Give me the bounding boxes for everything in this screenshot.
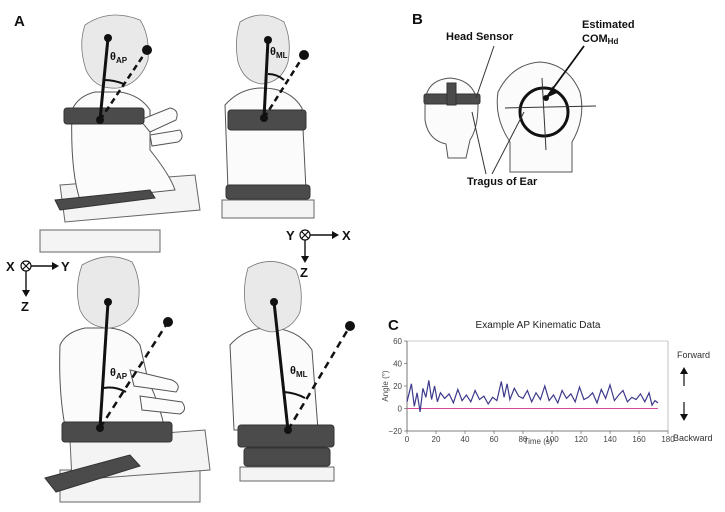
svg-text:X: X	[342, 228, 351, 243]
svg-text:Y: Y	[61, 259, 70, 274]
x-tick-label-7: 140	[603, 435, 617, 444]
y-tick-label-2: 20	[393, 382, 402, 391]
y-tick-label-3: 40	[393, 360, 402, 369]
svg-text:Y: Y	[286, 228, 295, 243]
x-tick-label-1: 20	[432, 435, 441, 444]
y-tick-label-4: 60	[393, 337, 402, 346]
label-estimated: Estimated	[582, 19, 635, 31]
illustration-back-view-top: θML	[222, 15, 314, 218]
x-tick-label-3: 60	[490, 435, 499, 444]
illustration-side-view-bottom: θAP	[45, 257, 210, 502]
x-tick-label-0: 0	[405, 435, 410, 444]
label-tragus: Tragus of Ear	[467, 176, 538, 188]
illustration-back-view-bottom: θML	[230, 261, 355, 481]
label-backward: Backward	[673, 433, 713, 443]
panel-c-chart: Example AP Kinematic Data −200204060 020…	[381, 320, 713, 446]
svg-text:Z: Z	[21, 299, 29, 314]
y-tick-label-1: 0	[398, 405, 403, 414]
label-head-sensor: Head Sensor	[446, 31, 514, 43]
label-forward: Forward	[677, 350, 710, 360]
illustration-side-view-top: θAP	[40, 15, 200, 252]
x-axis-label: Time (s)	[523, 437, 552, 446]
svg-text:X: X	[6, 259, 15, 274]
y-tick-label-0: −20	[388, 427, 402, 436]
y-axis-label: Angle (°)	[381, 370, 390, 402]
x-tick-label-8: 160	[632, 435, 646, 444]
chart-title: Example AP Kinematic Data	[476, 320, 601, 331]
label-com: COMHd	[582, 33, 618, 46]
y-ticks: −20 0 20 40 60	[388, 337, 407, 436]
axes-symbol-left: X Y Z	[6, 259, 70, 314]
panel-label-a: A	[14, 13, 25, 30]
x-tick-label-2: 40	[461, 435, 470, 444]
panel-b-head-diagram: Head Sensor Estimated COMHd Tragus of Ea…	[424, 19, 635, 188]
series-line	[407, 380, 658, 412]
x-tick-label-6: 120	[574, 435, 588, 444]
svg-text:Z: Z	[300, 265, 308, 280]
panel-label-c: C	[388, 317, 399, 334]
panel-label-b: B	[412, 11, 423, 28]
